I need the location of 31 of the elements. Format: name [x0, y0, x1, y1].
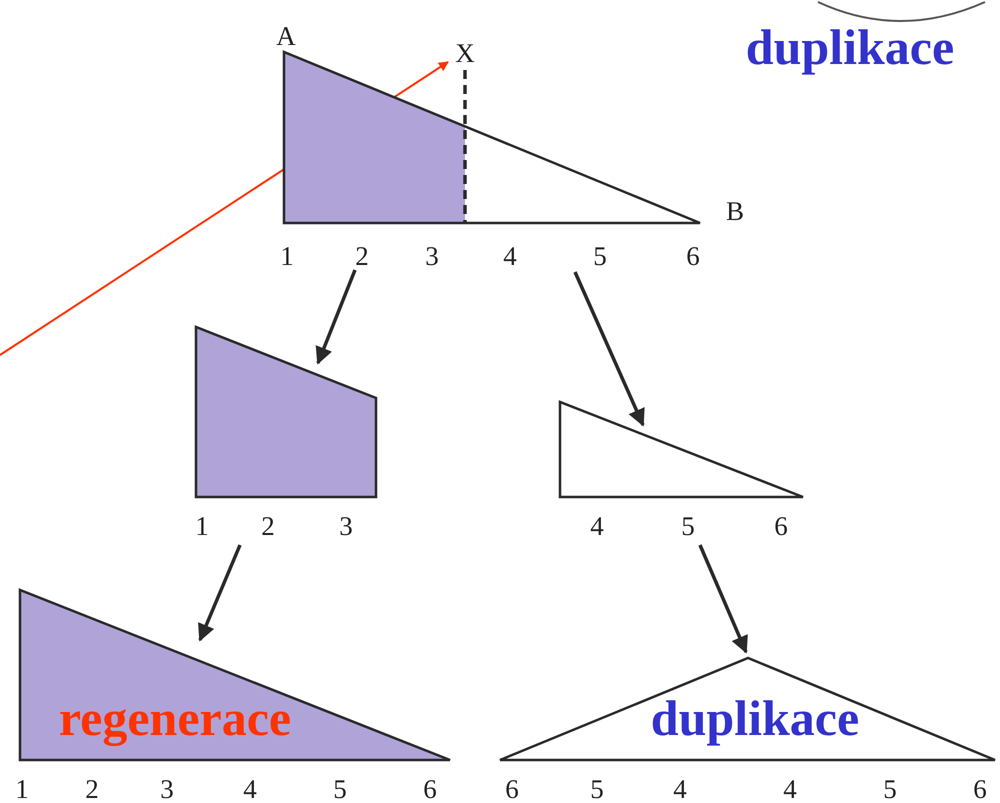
position-label: 4	[503, 243, 517, 270]
position-label: B	[726, 198, 744, 225]
position-label: 2	[261, 513, 275, 540]
position-label: 1	[15, 776, 29, 803]
position-label: 4	[783, 776, 797, 803]
position-label: 4	[673, 776, 687, 803]
cut-label: X	[455, 40, 475, 67]
position-label: 6	[774, 513, 788, 540]
position-label: 5	[593, 243, 607, 270]
position-label: 6	[423, 776, 437, 803]
position-label: 6	[686, 243, 700, 270]
position-label: 5	[333, 776, 347, 803]
position-label: 4	[243, 776, 257, 803]
position-label: 4	[590, 513, 604, 540]
arrow	[698, 544, 748, 654]
position-label: 6	[973, 776, 987, 803]
arrow	[573, 271, 645, 427]
position-label: 1	[195, 513, 209, 540]
position-label: 3	[425, 243, 439, 270]
position-label: 6	[505, 776, 519, 803]
arrow	[316, 269, 357, 365]
position-label: 3	[339, 513, 353, 540]
position-label: 2	[85, 776, 99, 803]
position-label: A	[276, 23, 296, 50]
position-label: 2	[355, 243, 369, 270]
position-label: 5	[590, 776, 604, 803]
arrow	[198, 544, 242, 642]
position-label: 1	[280, 243, 294, 270]
position-label: 5	[883, 776, 897, 803]
position-label: 5	[681, 513, 695, 540]
position-label: 3	[160, 776, 174, 803]
